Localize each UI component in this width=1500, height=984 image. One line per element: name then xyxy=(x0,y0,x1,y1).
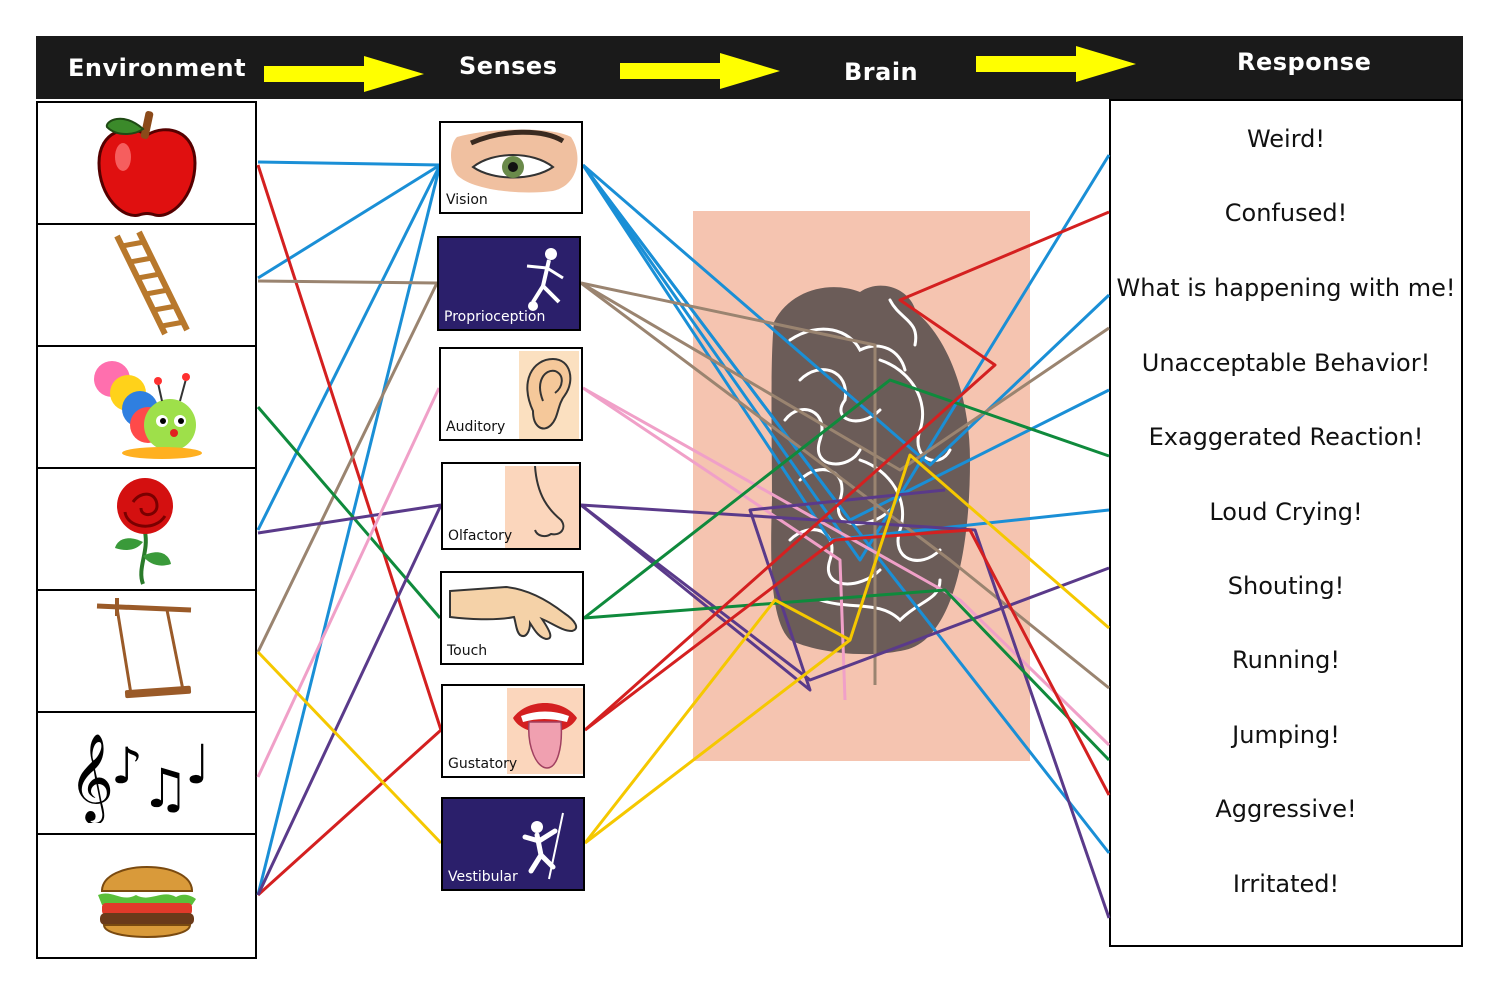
environment-item-ladder xyxy=(38,225,255,347)
svg-text:𝄞: 𝄞 xyxy=(69,732,114,823)
response-item: Running! xyxy=(1232,646,1340,674)
connection-line xyxy=(257,160,441,167)
caterpillar-toy-icon xyxy=(93,361,202,459)
hand-icon xyxy=(449,585,578,641)
connection-line xyxy=(256,164,443,731)
response-item: Confused! xyxy=(1224,199,1348,227)
response-item: Irritated! xyxy=(1232,870,1340,898)
ear-icon xyxy=(519,351,579,439)
balance-figure-icon xyxy=(526,248,564,311)
response-item: What is happening with me! xyxy=(1116,274,1456,302)
header-environment: Environment xyxy=(68,54,247,82)
eye-icon xyxy=(451,129,578,193)
brain-area xyxy=(693,211,1030,761)
arrow-icon xyxy=(620,53,780,89)
sense-label: Vestibular xyxy=(448,869,518,885)
music-notes-icon: 𝄞 ♪ ♫ ♩ xyxy=(69,732,210,823)
connection-line xyxy=(256,282,439,653)
connection-line xyxy=(256,650,443,845)
sense-proprioception: Proprioception xyxy=(437,236,581,331)
header-brain: Brain xyxy=(844,58,919,86)
connection-line xyxy=(256,164,442,896)
connection-line xyxy=(256,164,442,531)
connection-line xyxy=(257,279,438,285)
response-item: Jumping! xyxy=(1232,721,1340,749)
svg-text:♪: ♪ xyxy=(111,737,143,795)
arrow-icon xyxy=(264,56,424,92)
connection-line xyxy=(257,503,442,535)
svg-text:♩: ♩ xyxy=(185,733,210,796)
swing-icon xyxy=(96,598,191,699)
svg-text:♫: ♫ xyxy=(141,757,189,820)
header-response: Response xyxy=(1237,48,1372,76)
sense-vision: Vision xyxy=(439,121,583,214)
environment-item-rose xyxy=(38,469,255,591)
mouth-icon xyxy=(507,688,583,774)
burger-icon xyxy=(97,866,196,938)
sense-label: Vision xyxy=(446,192,488,208)
response-item: Shouting! xyxy=(1227,572,1345,600)
sense-label: Auditory xyxy=(446,419,506,435)
header-senses: Senses xyxy=(459,52,558,80)
sense-label: Proprioception xyxy=(444,309,546,325)
environment-item-music: 𝄞 ♪ ♫ ♩ xyxy=(38,713,255,835)
response-item: Loud Crying! xyxy=(1209,498,1363,526)
sense-label: Touch xyxy=(447,643,488,659)
sense-vestibular: Vestibular xyxy=(441,797,585,891)
sense-gustatory: Gustatory xyxy=(441,684,585,778)
connection-line xyxy=(257,163,441,280)
arrow-icon xyxy=(976,46,1136,82)
connection-line xyxy=(256,387,441,778)
connection-line xyxy=(256,728,443,897)
climber-icon xyxy=(522,812,564,880)
response-list: Weird! Confused! What is happening with … xyxy=(1109,99,1463,947)
connection-line xyxy=(256,406,442,619)
sense-auditory: Auditory xyxy=(439,347,583,441)
environment-item-burger xyxy=(38,835,255,957)
environment-item-apple xyxy=(38,103,255,225)
environment-item-swing xyxy=(38,591,255,713)
sense-label: Gustatory xyxy=(448,756,518,772)
response-item: Aggressive! xyxy=(1215,795,1357,823)
environment-column: 𝄞 ♪ ♫ ♩ xyxy=(36,101,257,959)
apple-icon xyxy=(96,111,197,217)
environment-item-caterpillar xyxy=(38,347,255,469)
response-item: Unacceptable Behavior! xyxy=(1141,349,1431,377)
sense-label: Olfactory xyxy=(448,528,513,544)
rose-icon xyxy=(114,478,173,585)
response-item: Exaggerated Reaction! xyxy=(1148,423,1424,451)
connection-line xyxy=(256,504,443,896)
ladder-icon xyxy=(113,230,190,336)
sense-touch: Touch xyxy=(440,571,584,665)
response-item: Weird! xyxy=(1246,125,1326,153)
header-bar: Environment Senses Brain Response xyxy=(36,36,1463,99)
sense-olfactory: Olfactory xyxy=(441,462,581,550)
nose-icon xyxy=(505,466,579,548)
